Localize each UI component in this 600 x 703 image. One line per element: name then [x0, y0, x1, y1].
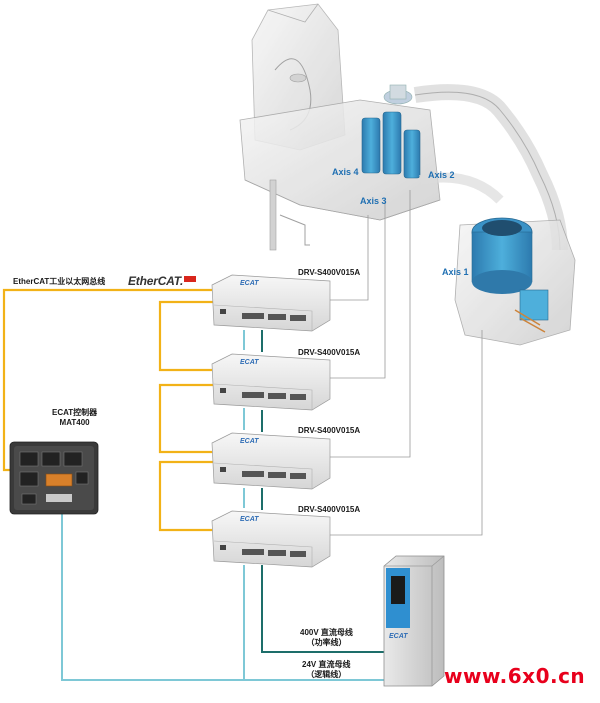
drive-4: ECAT: [211, 510, 331, 568]
logic-bus-lines: [61, 330, 386, 681]
drive-brand: ECAT: [240, 280, 259, 287]
power-bus-lines: [261, 330, 386, 653]
axis-1-label: Axis 1: [442, 267, 469, 277]
base-axis-1: [454, 217, 576, 346]
power-bus-label-line2: （功率线）: [306, 638, 347, 647]
drive-1: ECAT: [211, 274, 331, 332]
drive-4-model: DRV-S400V015A: [298, 505, 361, 514]
controller-mat400: [9, 441, 99, 515]
controller-label: ECAT控制器 MAT400: [52, 408, 97, 428]
power-bus-label: 400V 直流母线 （功率线）: [300, 628, 353, 648]
drive-2-model: DRV-S400V015A: [298, 348, 361, 357]
drive-3-model: DRV-S400V015A: [298, 426, 361, 435]
drive-2: ECAT: [211, 353, 331, 411]
motor-group-axis-2-3-4: [361, 84, 421, 179]
watermark: www.6x0.cn: [444, 664, 586, 688]
ethercat-logo-main: Ether: [128, 274, 158, 288]
power-bus-label-line1: 400V 直流母线: [300, 628, 353, 637]
motor-cables: [330, 190, 483, 536]
controller-label-line2: MAT400: [59, 418, 90, 427]
drive-brand: ECAT: [240, 359, 259, 366]
ethercat-bus-label: EtherCAT工业以太网总线: [13, 277, 106, 286]
ethercat-bus-lines: [2, 288, 216, 532]
ethercat-logo: EtherCAT.: [128, 274, 197, 288]
scara-robot: [239, 3, 576, 346]
axis-2-label: Axis 2: [428, 170, 455, 180]
drive-brand: ECAT: [240, 438, 259, 445]
ethercat-logo-arrow-icon: [184, 276, 197, 282]
drive-brand: ECAT: [240, 516, 259, 523]
drive-3: ECAT: [211, 432, 331, 490]
controller-label-line1: ECAT控制器: [52, 408, 98, 417]
logic-bus-label-line1: 24V 直流母线: [302, 660, 351, 669]
ethercat-logo-accent: CAT.: [157, 274, 184, 288]
psu-brand: ECAT: [389, 633, 408, 640]
logic-bus-label-line2: （逻辑线）: [306, 670, 347, 679]
axis-3-label: Axis 3: [360, 196, 387, 206]
drive-1-model: DRV-S400V015A: [298, 268, 361, 277]
power-supply-unit: ECAT: [383, 555, 445, 687]
axis-4-label: Axis 4: [332, 167, 359, 177]
logic-bus-label: 24V 直流母线 （逻辑线）: [302, 660, 350, 680]
